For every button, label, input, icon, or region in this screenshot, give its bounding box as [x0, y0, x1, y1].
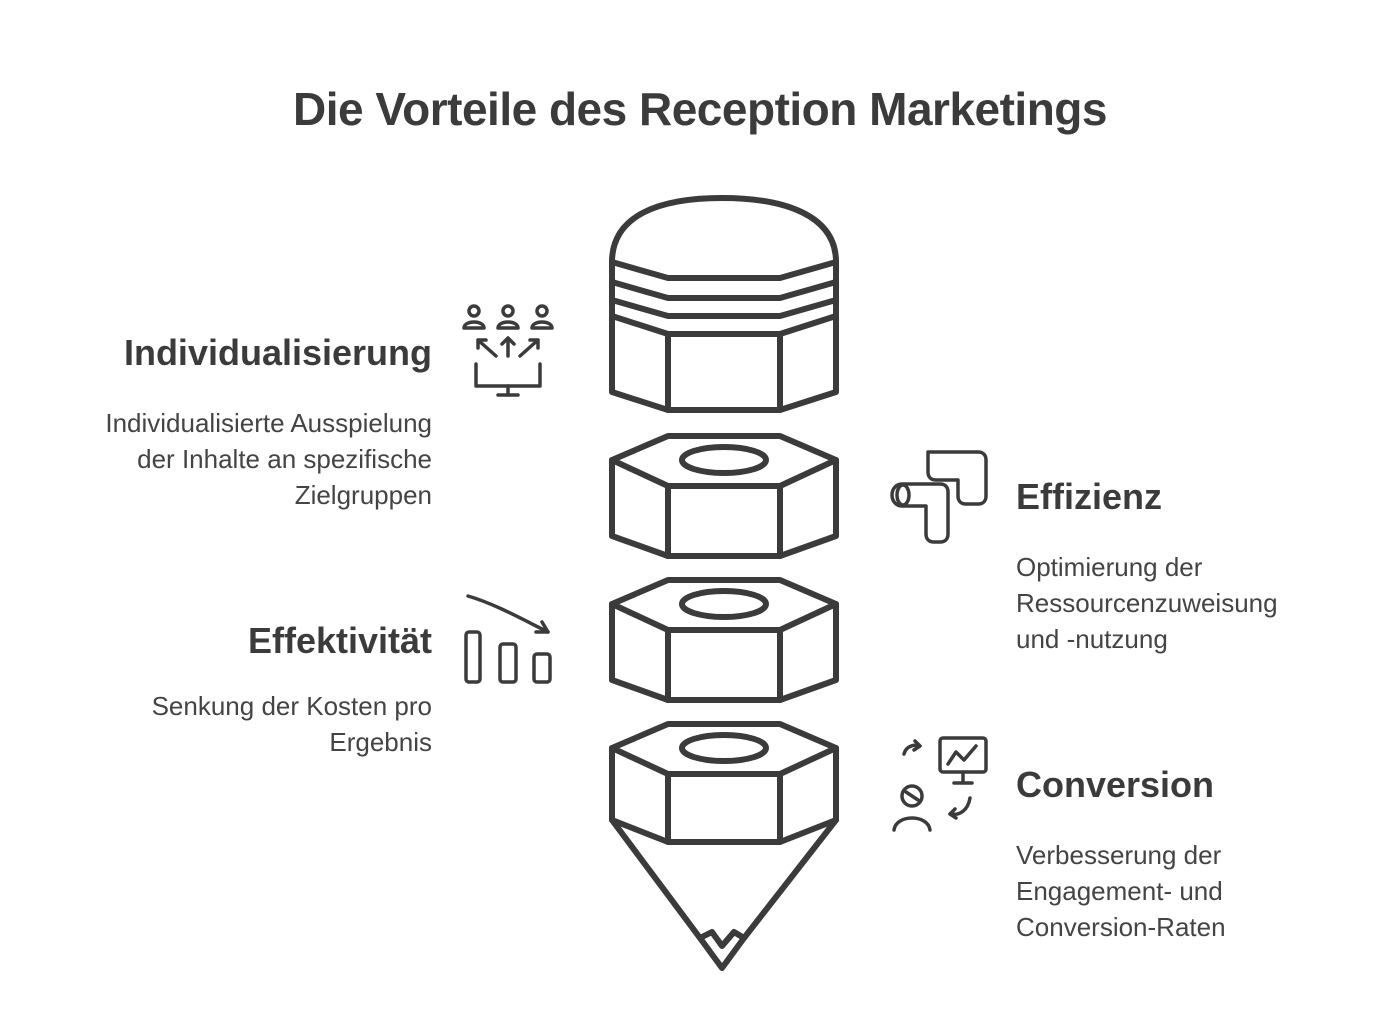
pencil-tip: [609, 817, 839, 971]
description-line: Conversion-Raten: [1016, 912, 1226, 942]
hex-nut-segment-1: [609, 433, 839, 559]
hex-nut-segment-3: [609, 721, 839, 845]
description-line: Senkung der Kosten pro: [151, 691, 432, 721]
description-conversion: Verbesserung der Engagement- und Convers…: [1016, 837, 1226, 945]
heading-individualisierung: Individualisierung: [123, 332, 432, 373]
description-effizienz: Optimierung der Ressourcenzuweisung und …: [1016, 549, 1278, 657]
heading-effizienz: Effizienz: [1016, 476, 1163, 517]
description-line: der Inhalte an spezifische: [137, 444, 432, 474]
description-line: Ressourcenzuweisung: [1016, 588, 1278, 618]
audience-targeting-icon: [462, 304, 554, 397]
hex-nut-segment-2: [609, 577, 839, 703]
description-individualisierung: Individualisierte Ausspielung der Inhalt…: [105, 405, 432, 513]
description-effektivitaet: Senkung der Kosten pro Ergebnis: [152, 688, 432, 760]
description-line: Zielgruppen: [294, 480, 432, 510]
description-line: Individualisierte Ausspielung: [105, 408, 432, 438]
description-line: Ergebnis: [329, 727, 432, 757]
description-line: Verbesserung der: [1016, 840, 1222, 870]
person-screen-cycle-icon: [892, 736, 988, 832]
description-line: Optimierung der: [1016, 552, 1203, 582]
declining-bars-icon: [464, 594, 552, 684]
heading-effektivitaet: Effektivität: [247, 620, 432, 661]
description-line: und -nutzung: [1016, 624, 1168, 654]
heading-conversion: Conversion: [1016, 764, 1215, 805]
description-line: Engagement- und: [1016, 876, 1223, 906]
diagram-title: Die Vorteile des Reception Marketings: [293, 83, 1108, 135]
pipe-flow-icon: [890, 450, 988, 544]
pencil-eraser-cap: [609, 195, 839, 413]
